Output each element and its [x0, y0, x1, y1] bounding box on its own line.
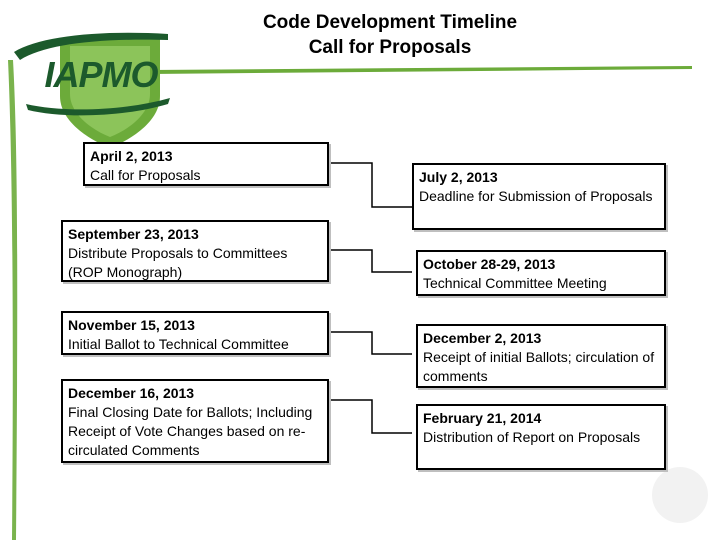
- timeline-event-right-4: February 21, 2014 Distribution of Report…: [416, 404, 666, 470]
- timeline-event-left-4: December 16, 2013 Final Closing Date for…: [61, 379, 329, 463]
- corner-sphere-icon: [652, 467, 708, 523]
- header-swoosh-line: [150, 66, 692, 74]
- event-description: Distribution of Report on Proposals: [423, 429, 641, 445]
- event-date: December 16, 2013: [68, 385, 195, 401]
- event-date: April 2, 2013: [90, 148, 173, 164]
- event-description: Initial Ballot to Technical Committee: [68, 336, 289, 352]
- iapmo-logo: [14, 32, 170, 148]
- timeline-event-right-3: December 2, 2013 Receipt of initial Ball…: [416, 324, 666, 388]
- event-date: November 15, 2013: [68, 317, 195, 333]
- title-line-2: Call for Proposals: [308, 37, 472, 58]
- event-description: Distribute Proposals to Committees (ROP …: [68, 245, 288, 280]
- logo-wordmark: IAPMO: [44, 54, 158, 95]
- connector-3: [329, 331, 412, 355]
- event-description: Final Closing Date for Ballots; Includin…: [68, 404, 313, 458]
- event-description: Deadline for Submission of Proposals: [419, 188, 653, 204]
- event-date: September 23, 2013: [68, 226, 199, 242]
- connector-4: [329, 399, 412, 434]
- timeline-event-left-1: April 2, 2013 Call for Proposals: [83, 142, 329, 186]
- event-date: July 2, 2013: [419, 169, 498, 185]
- connector-2: [329, 249, 412, 273]
- page-title: Code Development Timeline Call for Propo…: [170, 10, 610, 60]
- timeline-event-left-2: September 23, 2013 Distribute Proposals …: [61, 220, 329, 282]
- event-date: October 28-29, 2013: [423, 256, 556, 272]
- event-description: Receipt of initial Ballots; circulation …: [423, 349, 655, 384]
- event-date: February 21, 2014: [423, 410, 542, 426]
- event-description: Call for Proposals: [90, 167, 201, 183]
- left-swoosh-line: [8, 60, 18, 540]
- timeline-event-right-2: October 28-29, 2013 Technical Committee …: [416, 250, 666, 296]
- title-line-1: Code Development Timeline: [262, 12, 518, 33]
- timeline-event-right-1: July 2, 2013 Deadline for Submission of …: [412, 163, 666, 230]
- event-date: December 2, 2013: [423, 330, 542, 346]
- connector-1: [329, 162, 412, 208]
- timeline-event-left-3: November 15, 2013 Initial Ballot to Tech…: [61, 311, 329, 355]
- event-description: Technical Committee Meeting: [423, 275, 607, 291]
